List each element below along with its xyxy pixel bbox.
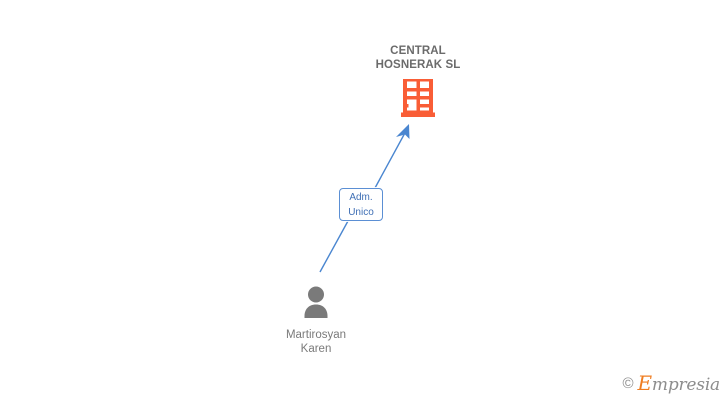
company-name-label: CENTRAL HOSNERAK SL <box>375 45 461 71</box>
company-node[interactable]: CENTRAL HOSNERAK SL <box>332 44 504 122</box>
watermark: © Empresia <box>622 373 720 394</box>
relationship-arrowhead <box>396 124 410 139</box>
brand-rest: mpresia <box>651 375 720 395</box>
brand-wordmark: Empresia <box>638 373 721 394</box>
person-icon <box>301 286 331 318</box>
building-icon <box>401 77 435 117</box>
relationship-line-upper <box>374 130 407 189</box>
brand-initial: E <box>637 371 653 395</box>
copyright-icon: © <box>622 375 634 392</box>
relationship-label[interactable]: Adm. Unico <box>339 188 383 221</box>
person-name-label: Martirosyan Karen <box>285 329 347 355</box>
person-node[interactable]: Martirosyan Karen <box>230 286 402 356</box>
relationship-line-lower <box>319 220 349 273</box>
